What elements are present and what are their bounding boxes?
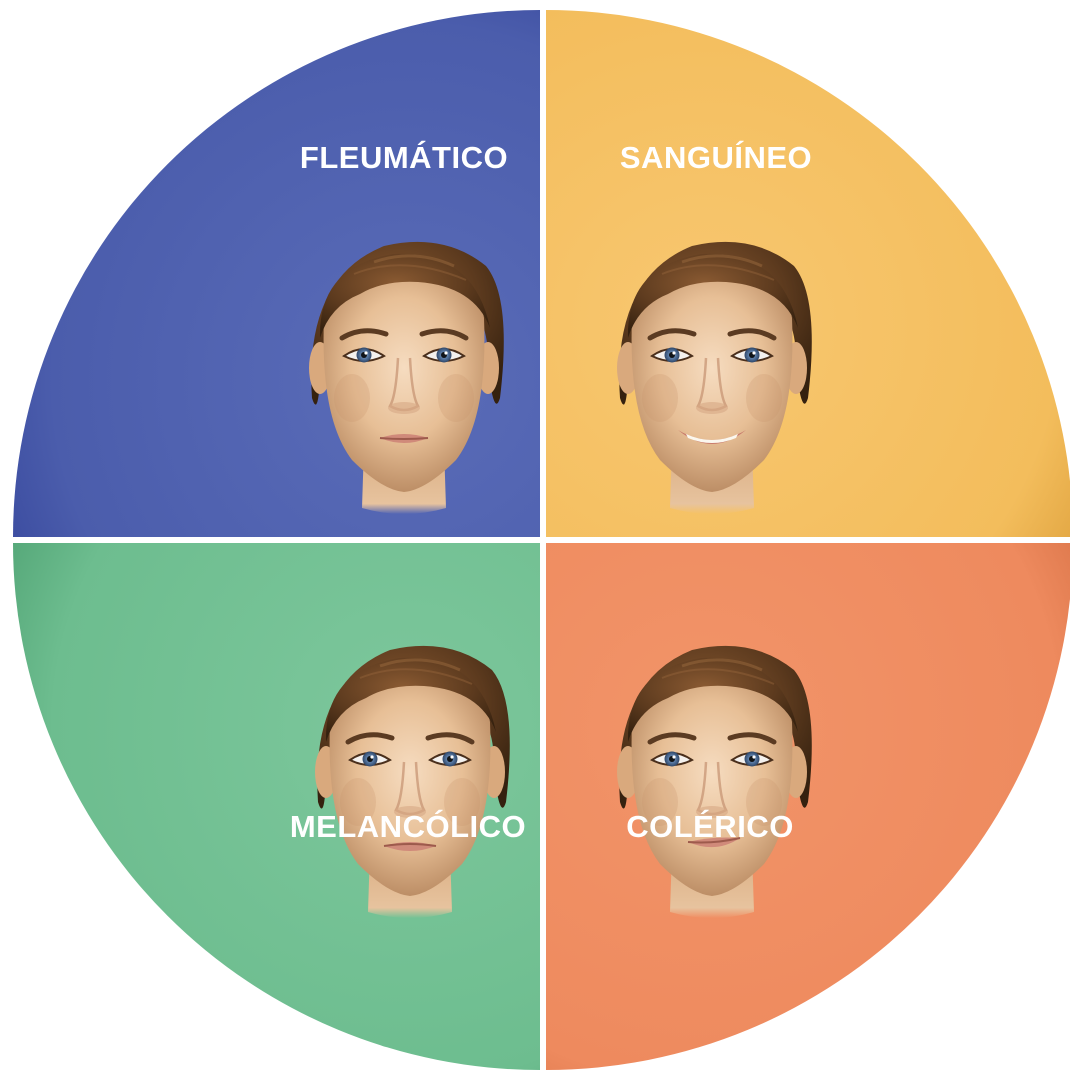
quadrant-top-right — [546, 10, 1070, 537]
label-fleumatico: FLEUMÁTICO — [300, 140, 508, 175]
label-colerico: COLÉRICO — [626, 809, 794, 844]
label-sanguineo: SANGUÍNEO — [620, 140, 812, 175]
label-melancolico: MELANCÓLICO — [290, 808, 526, 844]
